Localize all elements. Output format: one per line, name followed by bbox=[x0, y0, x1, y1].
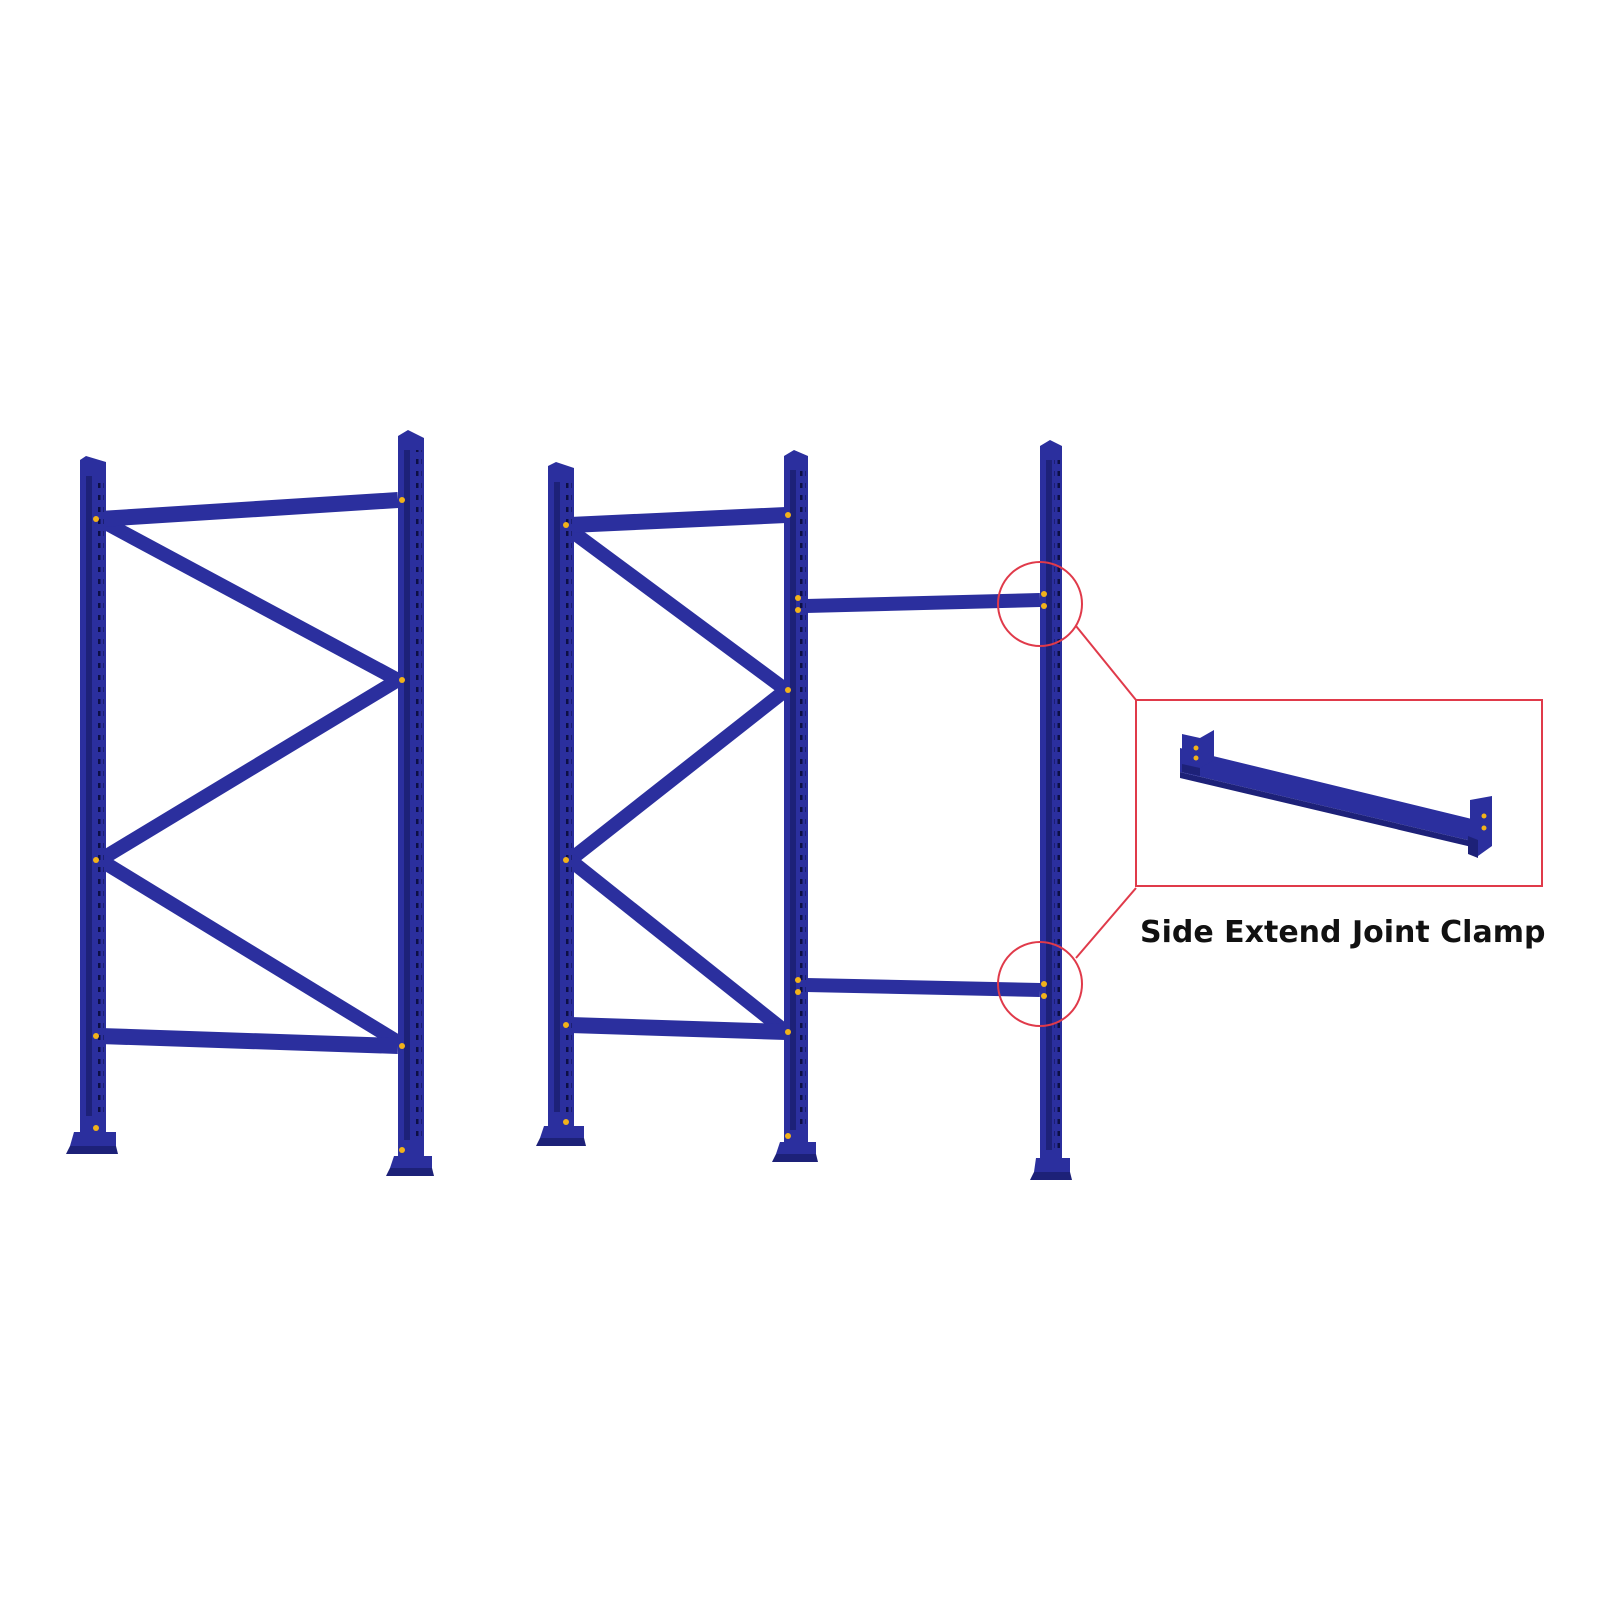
callout-circle-bottom bbox=[997, 941, 1083, 1027]
callout-leader-bottom bbox=[1075, 887, 1137, 959]
side-extend-joint-clamp-icon bbox=[1180, 730, 1492, 858]
bolt-icon bbox=[795, 591, 1047, 999]
rack-upright-icon bbox=[1030, 440, 1072, 1180]
bolt-icon bbox=[93, 497, 405, 1153]
rack-frame-1 bbox=[66, 430, 434, 1176]
callout bbox=[997, 561, 1543, 1027]
horizontal-beam-icon bbox=[805, 593, 1041, 997]
rack-extension bbox=[795, 440, 1072, 1180]
diagonal-brace-icon bbox=[96, 513, 402, 1048]
diagonal-brace-icon bbox=[565, 524, 791, 1038]
rack-upright-icon bbox=[536, 462, 586, 1146]
horizontal-beam-icon bbox=[569, 507, 787, 1040]
bolt-icon bbox=[563, 512, 791, 1139]
rack-upright-icon bbox=[386, 430, 434, 1176]
callout-circle-top bbox=[997, 561, 1083, 647]
callout-box bbox=[1135, 699, 1543, 887]
horizontal-beam-icon bbox=[99, 492, 399, 1054]
rack-frame-2 bbox=[536, 450, 818, 1162]
clamp-caption: Side Extend Joint Clamp bbox=[1140, 915, 1546, 950]
rack-upright-icon bbox=[66, 456, 118, 1154]
rack-upright-icon bbox=[772, 450, 818, 1162]
callout-leader-top bbox=[1075, 625, 1137, 701]
